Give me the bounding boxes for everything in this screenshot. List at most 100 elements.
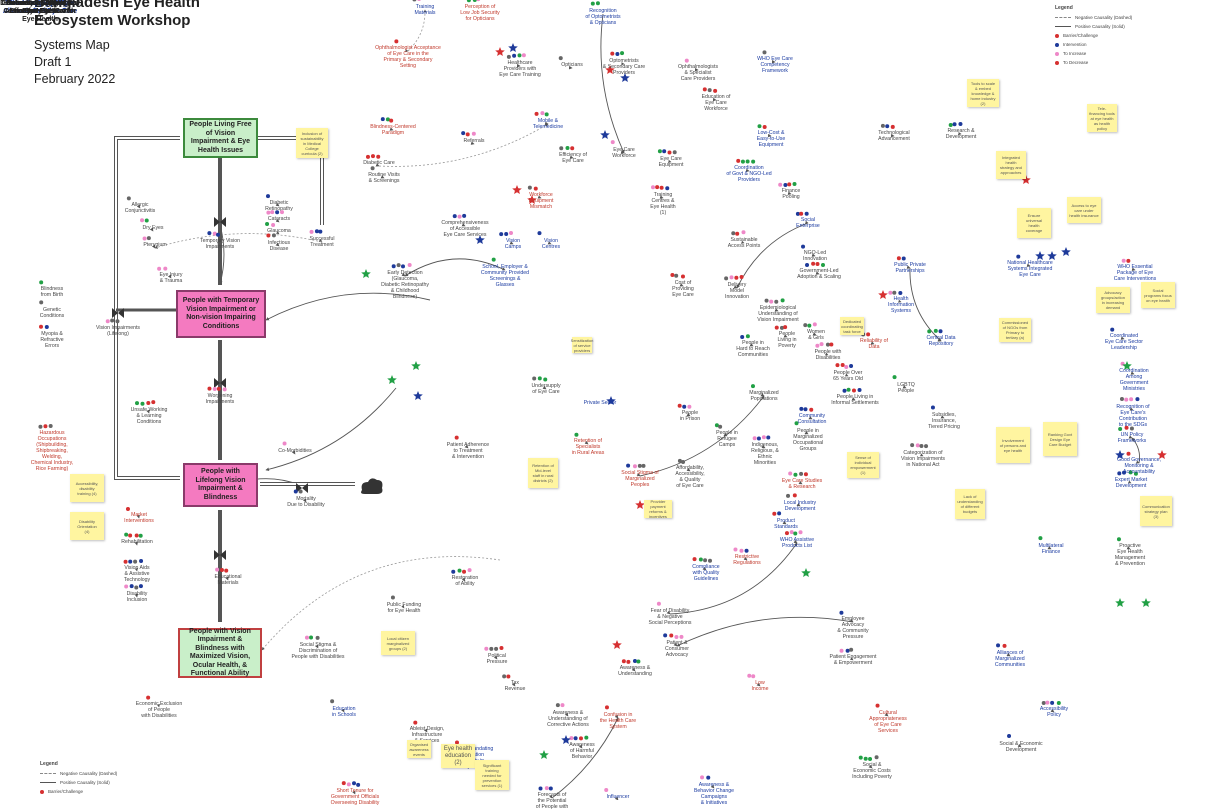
priority-star-icon — [1115, 450, 1125, 459]
node-label: Market Interventions — [124, 512, 154, 524]
vote-dot — [207, 386, 212, 391]
vote-dot — [734, 275, 739, 280]
node-label: Social & Economic Development — [999, 741, 1043, 753]
vote-dot — [801, 244, 806, 249]
box-lifelong-impairment: People with Lifelong Vision Impairment &… — [183, 463, 258, 507]
node-label: Co-Morbidities — [278, 448, 312, 454]
vote-dot — [713, 88, 718, 93]
vote-dot — [820, 262, 825, 267]
vote-dot — [521, 53, 526, 58]
vote-dot — [803, 472, 808, 477]
vote-dot — [779, 325, 784, 330]
hub-government-action: Government & Political Action for Eye He… — [1, 0, 79, 15]
positive-causal-link — [551, 717, 619, 799]
vote-dot — [140, 218, 145, 223]
vote-dot — [880, 123, 885, 128]
vote-dot — [762, 124, 767, 129]
vote-dot — [413, 720, 418, 725]
node-label: Multilateral Finance — [1038, 543, 1064, 555]
vote-dot — [915, 443, 920, 448]
vote-dot — [506, 674, 511, 679]
vote-dot — [44, 324, 49, 329]
vote-dot — [844, 364, 849, 369]
vote-dot — [128, 533, 133, 538]
vote-dot — [874, 755, 879, 760]
vote-dot — [857, 388, 862, 393]
vote-dot — [391, 264, 396, 269]
priority-star-icon — [539, 750, 549, 759]
hub-equitable-allocation: Effective & Equitable Allocation of Eye … — [2, 0, 78, 15]
vote-dot — [729, 275, 734, 280]
vote-dot — [140, 401, 145, 406]
vote-dot — [1124, 397, 1129, 402]
node-label: Social Enterprise — [796, 217, 820, 229]
vote-dot — [124, 532, 129, 537]
priority-star-icon — [612, 640, 622, 649]
node-label: Confusion in the Health Care System — [599, 712, 637, 730]
vote-dot — [544, 112, 549, 117]
priority-star-icon — [1141, 598, 1151, 607]
node-label: Patient Engagement & Empowerment — [829, 654, 877, 666]
vote-dot — [740, 334, 745, 339]
vote-dot — [401, 264, 406, 269]
vote-dot — [919, 443, 924, 448]
priority-star-icon — [635, 500, 645, 509]
vote-dot — [133, 559, 138, 564]
legend-barrier: Barrier/Challenge — [1063, 33, 1099, 38]
node-label: Genetic Conditions — [39, 307, 65, 319]
vote-dot — [885, 124, 890, 129]
node-label: Alliances of Marginalized Communities — [994, 650, 1026, 668]
sticky-note: Communication strategy plan (3) — [1140, 496, 1172, 526]
priority-star-icon — [1122, 361, 1132, 370]
vote-dot — [803, 323, 808, 328]
node-label: Expert Market Development — [1114, 477, 1148, 489]
vote-dot — [910, 443, 915, 448]
legend-increase: To Increase — [1063, 51, 1087, 56]
vote-dot — [700, 775, 705, 780]
legend-bottom: Legend Negative Causality (Dashed) Posit… — [40, 760, 117, 796]
flow-valve-icon — [112, 308, 124, 318]
vote-dot — [215, 567, 220, 572]
legend-bottom-title: Legend — [40, 761, 58, 767]
vote-dot — [38, 424, 43, 429]
vote-dot — [793, 472, 798, 477]
vote-dot — [157, 266, 162, 271]
node-label: Good Governance, Monitoring & Accountabi… — [1117, 457, 1161, 475]
vote-dot — [692, 557, 697, 562]
node-label: Economic Exclusion of People with Disabi… — [135, 701, 183, 719]
vote-dot — [1126, 451, 1131, 456]
vote-dot — [774, 299, 779, 304]
vote-dot — [1129, 426, 1134, 431]
node-label: Low Income — [751, 680, 769, 692]
node-label: Ophthalmologists & Specialist Care Provi… — [677, 64, 719, 82]
vote-dot — [318, 229, 323, 234]
vote-dot — [207, 231, 212, 236]
vote-dot — [745, 159, 750, 164]
vote-dot — [849, 647, 854, 652]
vote-dot — [48, 423, 53, 428]
node-label: Compliance with Quality Guidelines — [692, 564, 720, 582]
node-label: Awareness & Behavior Change Campaigns & … — [693, 782, 735, 806]
vote-dot — [314, 229, 319, 234]
priority-star-icon — [527, 195, 537, 204]
vote-dot — [134, 533, 139, 538]
legend-bottom-barrier: Barrier/Challenge — [48, 789, 84, 794]
vote-dot — [807, 323, 812, 328]
negative-causal-link — [154, 233, 323, 249]
node-label: Retention of Specialists in Rural Areas — [571, 438, 605, 456]
vote-dot — [626, 463, 631, 468]
vote-dot — [829, 342, 834, 347]
node-label: Vision Centres — [541, 238, 561, 250]
vote-dot — [655, 185, 660, 190]
legend-bottom-positive: Positive Causality (Solid) — [60, 780, 110, 785]
vote-dot — [569, 736, 574, 741]
vote-dot — [687, 404, 692, 409]
vote-dot — [537, 231, 542, 236]
node-label: LGBTQ People — [897, 382, 915, 394]
vote-dot — [461, 131, 466, 136]
vote-dot — [527, 185, 532, 190]
vote-dot — [892, 375, 897, 380]
node-label: Delivery Model Innovation — [725, 282, 749, 300]
node-label: NGO-Led Innovation — [803, 250, 827, 262]
vote-dot — [938, 329, 943, 334]
